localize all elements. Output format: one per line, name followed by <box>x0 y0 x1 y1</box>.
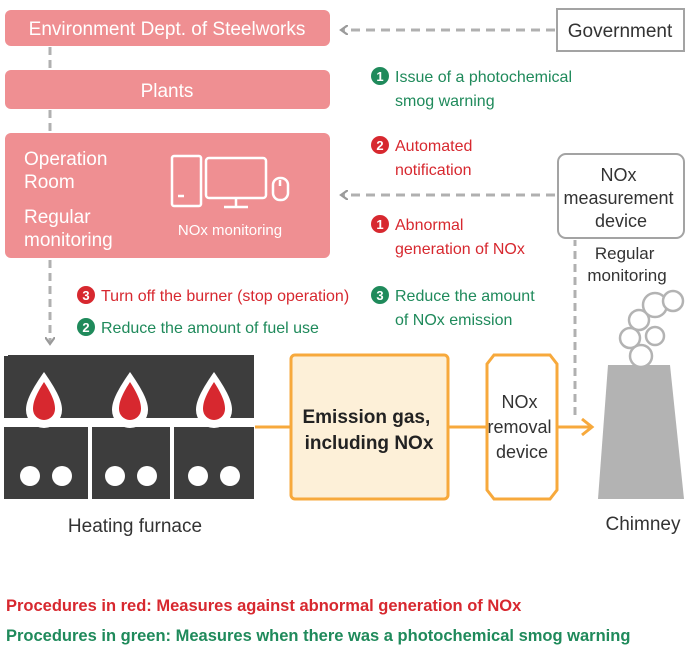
flame-icon <box>112 372 148 428</box>
svg-text:3: 3 <box>82 288 89 303</box>
svg-text:1: 1 <box>376 69 383 84</box>
step-automated-notification-text: Automated notification <box>395 138 477 179</box>
plants-label: Plants <box>141 81 194 102</box>
government-label: Government <box>568 21 673 42</box>
government-box: Government <box>556 8 685 52</box>
smoke-icon <box>618 289 685 369</box>
step-turn-off-burner-text: Turn off the burner (stop operation) <box>101 288 349 305</box>
step-reduce-fuel-use-text: Reduce the amount of fuel use <box>101 320 319 337</box>
nox-measurement-device-box: NOx measurement device <box>557 153 685 239</box>
step-smog-warning-text: Issue of a photochemical smog warning <box>395 69 576 110</box>
computer-icon <box>170 154 290 209</box>
flow-arrowhead <box>581 417 595 437</box>
legend-red: Procedures in red: Measures against abno… <box>6 597 522 615</box>
emission-gas-box: Emission gas, including NOx <box>289 353 450 501</box>
svg-text:2: 2 <box>376 138 383 153</box>
nox-removal-device-label: NOx removal device <box>487 392 556 462</box>
emission-gas-label: Emission gas, including NOx <box>302 407 435 454</box>
chimney-icon <box>598 289 685 499</box>
step-abnormal-generation: 1 Abnormal generation of NOx <box>371 215 525 258</box>
nox-measurement-device-label: NOx measurement device <box>563 165 678 231</box>
heating-furnace-icon <box>4 355 254 499</box>
regular-monitoring-label: Regular monitoring <box>24 207 113 251</box>
svg-text:3: 3 <box>376 288 383 303</box>
nox-removal-device-box: NOx removal device <box>485 353 559 501</box>
step-reduce-nox-emission-text: Reduce the amount of NOx emission <box>395 288 539 329</box>
svg-text:1: 1 <box>376 217 383 232</box>
flame-icon <box>196 372 232 428</box>
step-abnormal-generation-text: Abnormal generation of NOx <box>395 217 525 258</box>
legend-green: Procedures in green: Measures when there… <box>6 627 631 645</box>
svg-text:2: 2 <box>82 320 89 335</box>
flame-icon <box>26 372 62 428</box>
operation-room-box: Operation Room Regular monitoring NOx mo… <box>5 133 330 258</box>
plants-box: Plants <box>5 70 330 109</box>
env-dept-label: Environment Dept. of Steelworks <box>29 19 306 40</box>
nox-monitoring-label: NOx monitoring <box>178 222 282 239</box>
step-reduce-fuel-use: 2 Reduce the amount of fuel use <box>77 318 319 337</box>
operation-room-label: Operation Room <box>24 149 113 193</box>
step-smog-warning: 1 Issue of a photochemical smog warning <box>371 67 576 110</box>
device-regular-monitoring-label: Regular monitoring <box>587 244 666 285</box>
chimney-label: Chimney <box>606 514 681 535</box>
step-automated-notification: 2 Automated notification <box>371 136 477 179</box>
heating-furnace-label: Heating furnace <box>68 516 202 537</box>
step-reduce-nox-emission: 3 Reduce the amount of NOx emission <box>371 286 539 329</box>
env-dept-box: Environment Dept. of Steelworks <box>5 10 330 46</box>
step-turn-off-burner: 3 Turn off the burner (stop operation) <box>77 286 349 305</box>
